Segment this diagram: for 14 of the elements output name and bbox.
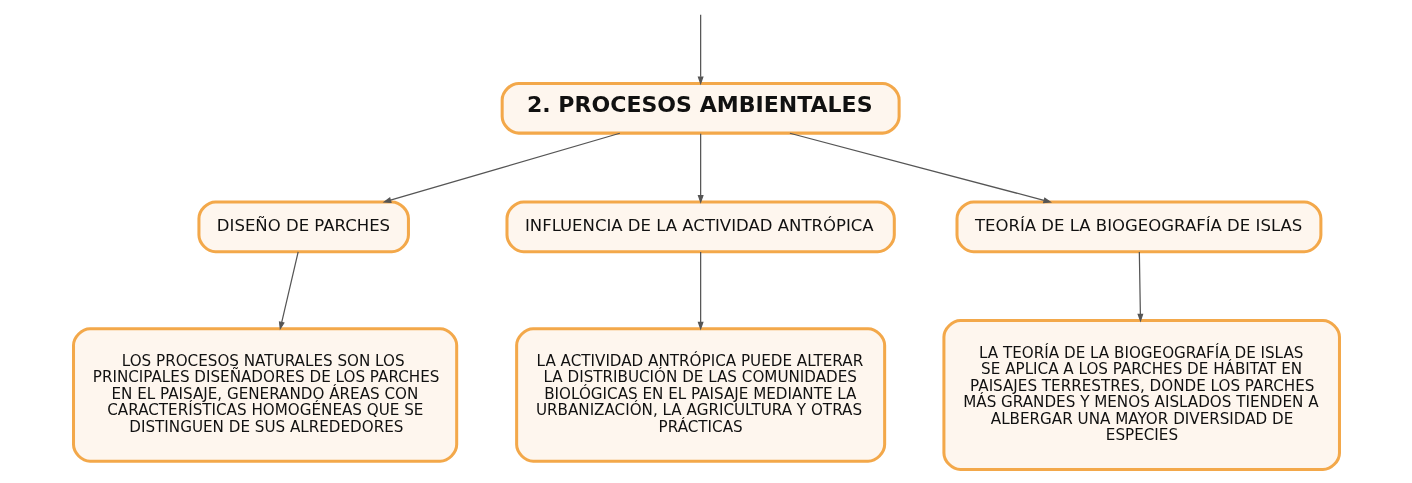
node-box: 2. PROCESOS AMBIENTALES	[500, 81, 901, 135]
node-box: DISEÑO DE PARCHES	[196, 200, 410, 254]
arrow	[382, 132, 620, 203]
arrow	[697, 14, 704, 86]
arrow	[1136, 251, 1143, 323]
arrow	[788, 132, 1052, 204]
node-box: LA ACTIVIDAD ANTRÓPICA PUEDE ALTERAR LA DISTRIBUCIÓN DE LAS COMUNIDADES BIOLÓGICAS EN EL PAISAJE MEDIANTE LA URBANIZACIÓN, LA AGRICULTURA Y OTRAS PRÁCTICAS	[514, 327, 886, 463]
node-box: LA TEORÍA DE LA BIOGEOGRAFÍA DE ISLAS SE APLICA A LOS PARCHES DE HÁBITAT EN PAISAJES TERRESTRES, DONDE LOS PARCHES MÁS GRANDES Y MENOS AISLADOS TIENDEN A ALBERGAR UNA MAYOR DIVERSIDAD DE ESPECIES	[941, 319, 1341, 471]
arrow	[278, 251, 299, 331]
node-box: TEORÍA DE LA BIOGEOGRAFÍA DE ISLAS	[955, 200, 1322, 254]
arrow	[697, 133, 704, 204]
node-box: INFLUENCIA DE LA ACTIVIDAD ANTRÓPICA	[504, 200, 896, 254]
node-box: LOS PROCESOS NATURALES SON LOS PRINCIPALES DISEÑADORES DE LOS PARCHES EN EL PAISAJE, GENERANDO ÁREAS CON CARACTERÍSTICAS HOMOGÉNEAS QUE SE DISTINGUEN DE SUS ALREDEDORES	[71, 327, 458, 463]
arrow	[697, 251, 704, 331]
